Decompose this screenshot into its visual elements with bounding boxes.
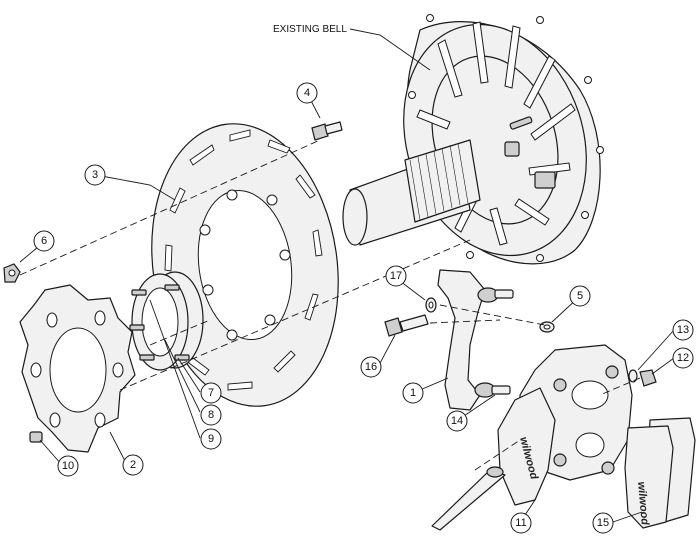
svg-text:8: 8 [208,409,214,421]
svg-text:6: 6 [41,235,47,247]
svg-text:10: 10 [62,460,74,472]
callout-1: 1 [402,382,424,404]
callout-17: 17 [385,265,407,287]
assembly-lines [19,139,641,471]
caliper-long-bolt [431,466,506,531]
existing-bell [403,14,604,265]
svg-text:11: 11 [515,517,526,529]
callout-11: 11 [510,512,532,534]
svg-text:4: 4 [304,87,310,99]
svg-text:1: 1 [410,387,416,399]
svg-text:7: 7 [208,387,214,399]
callout-13: 13 [672,319,694,341]
rotor [151,123,339,407]
bolt-16 [384,314,429,337]
svg-text:14: 14 [451,415,463,427]
callout-15: 15 [592,512,614,534]
svg-text:9: 9 [208,433,214,445]
callout-14: 14 [446,410,468,432]
washer-17 [425,297,437,313]
svg-text:16: 16 [365,361,377,373]
callout-6: 6 [33,230,55,252]
svg-text:13: 13 [677,324,689,336]
caliper: wilwood [497,344,633,506]
callout-8: 8 [200,404,222,426]
rotor-adapter-ring [129,271,204,371]
nut-6 [3,263,21,283]
callout-16: 16 [360,356,382,378]
callout-7: 7 [200,382,222,404]
svg-text:12: 12 [677,352,689,364]
splined-shaft [342,139,481,246]
callout-10: 10 [57,455,79,477]
bolt-4 [311,121,343,141]
pad-logo: wilwood [635,481,651,526]
callout-5: 5 [569,285,591,307]
svg-text:15: 15 [597,517,609,529]
washer-5 [539,321,555,333]
svg-text:3: 3 [92,169,98,181]
brake-pads: wilwood [624,417,696,529]
callout-4: 4 [296,82,318,104]
hub-bracket-plate [19,284,136,453]
callout-2: 2 [122,454,144,476]
existing-bell-label: EXISTING BELL [273,24,347,35]
callout-3: 3 [84,164,106,186]
caliper-bracket [437,269,514,411]
svg-text:17: 17 [390,270,402,282]
callout-12: 12 [672,347,694,369]
washer-13 [628,369,638,383]
svg-text:5: 5 [577,290,583,302]
svg-text:2: 2 [130,459,136,471]
callout-9: 9 [200,428,222,450]
bolt-10 [29,431,43,443]
